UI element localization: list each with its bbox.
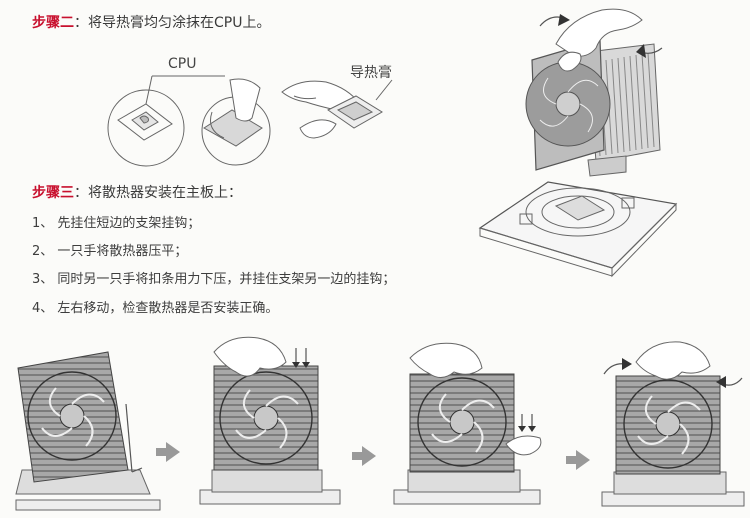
step3-item-3: 3、 同时另一只手将扣条用力下压，并挂住支架另一边的挂钩； (32, 272, 396, 287)
step3-item-1: 1、 先挂住短边的支架挂钩； (32, 216, 201, 231)
step3-text: ：将散热器安装在主板上： (74, 185, 242, 201)
install-panel-4 (601, 341, 745, 507)
step3-item-4: 4、 左右移动，检查散热器是否安装正确。 (32, 301, 279, 316)
install-panel-2 (199, 336, 341, 505)
sequence-arrow-2 (352, 446, 376, 466)
sequence-arrow-1 (156, 442, 180, 462)
install-panel-3 (393, 342, 542, 505)
sequence-arrow-3 (566, 450, 590, 470)
step3-item-2: 2、 一只手将散热器压平； (32, 244, 188, 259)
hand-spreading-paste (281, 80, 383, 139)
cpu-socket-circle-2 (201, 78, 271, 166)
heatsink-assembly-top-right (478, 8, 678, 278)
step3-heading: 步骤三：将散热器安装在主板上： (32, 182, 242, 202)
step2-heading: 步骤二：将导热膏均匀涂抹在CPU上。 (32, 12, 270, 32)
install-panel-1 (15, 351, 161, 511)
thermal-paste-label: 导热膏 (350, 65, 392, 81)
step2-text: ：将导热膏均匀涂抹在CPU上。 (74, 15, 271, 31)
cpu-label: CPU (168, 56, 197, 72)
step2-prefix: 步骤二 (32, 15, 74, 31)
cpu-socket-circle-1 (107, 89, 185, 167)
step3-prefix: 步骤三 (32, 185, 74, 201)
